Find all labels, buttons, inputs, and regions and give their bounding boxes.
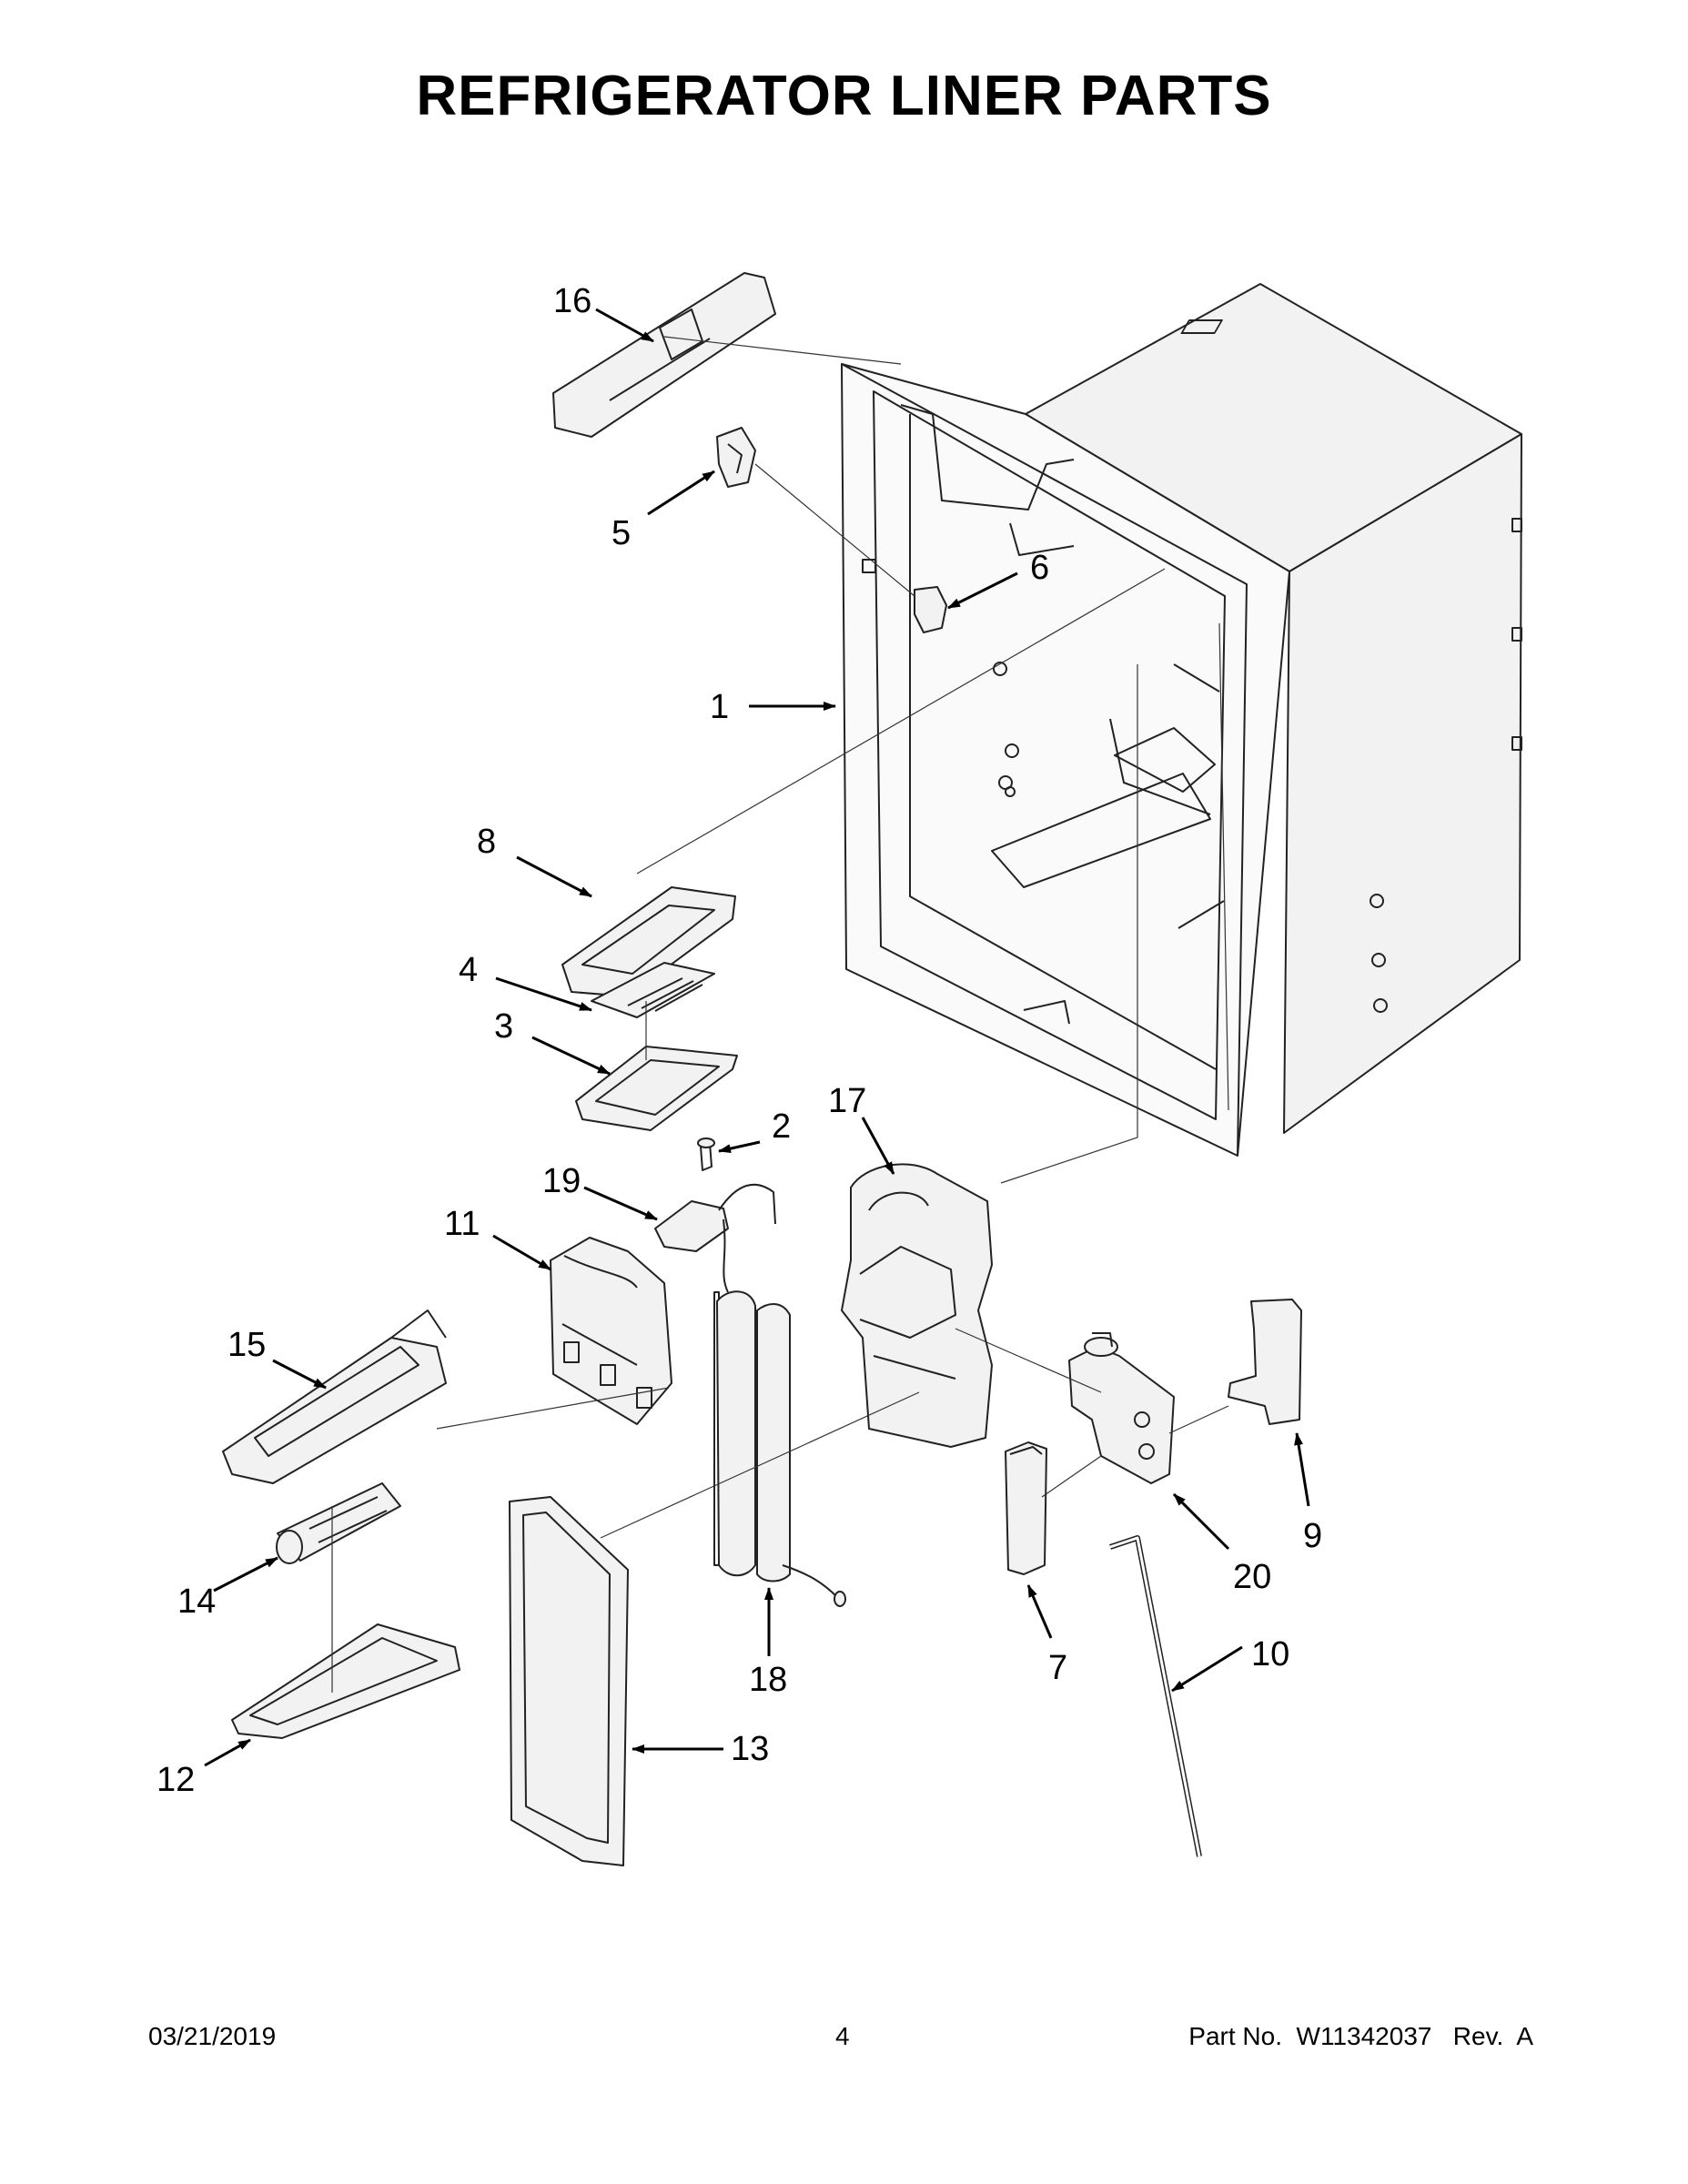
part-2-screw bbox=[697, 1138, 715, 1171]
callout-4: 4 bbox=[459, 951, 478, 989]
part-11-chute bbox=[550, 1237, 672, 1425]
arrow-9 bbox=[1294, 1432, 1310, 1507]
arrow-20 bbox=[1172, 1492, 1230, 1551]
part-8-housing bbox=[561, 886, 736, 997]
part-7-bracket bbox=[1005, 1441, 1047, 1575]
callout-10: 10 bbox=[1251, 1635, 1289, 1673]
part-17-bracket bbox=[841, 1163, 993, 1448]
callout-3: 3 bbox=[494, 1007, 513, 1046]
leader-lines bbox=[331, 336, 1229, 1693]
arrow-15 bbox=[272, 1359, 327, 1390]
arrow-8 bbox=[516, 855, 592, 898]
callout-18: 18 bbox=[749, 1661, 787, 1699]
arrow-16 bbox=[595, 308, 654, 343]
callout-15: 15 bbox=[227, 1326, 266, 1364]
footer-date: 03/21/2019 bbox=[148, 2022, 277, 2050]
arrow-3 bbox=[531, 1036, 611, 1076]
callout-5: 5 bbox=[612, 514, 631, 552]
part-10-tube bbox=[1109, 1535, 1202, 1857]
footer-page-number: 4 bbox=[835, 2022, 850, 2050]
arrow-17 bbox=[861, 1117, 895, 1175]
arrow-2 bbox=[718, 1140, 761, 1154]
callout-13: 13 bbox=[731, 1730, 769, 1768]
arrow-19 bbox=[583, 1186, 658, 1221]
part-1-liner bbox=[841, 283, 1522, 1157]
callout-arrows bbox=[204, 308, 1310, 1767]
arrow-14 bbox=[213, 1556, 278, 1592]
callout-16: 16 bbox=[553, 282, 591, 320]
part-5-knob bbox=[716, 427, 756, 488]
part-13-panel bbox=[509, 1496, 629, 1866]
page-title: REFRIGERATOR LINER PARTS bbox=[416, 65, 1272, 127]
callout-20: 20 bbox=[1233, 1558, 1271, 1596]
arrow-12 bbox=[204, 1738, 251, 1767]
part-12-drip-tray bbox=[231, 1623, 460, 1739]
part-20-water-valve bbox=[1068, 1332, 1175, 1484]
part-4-filter-pad bbox=[591, 962, 715, 1018]
part-6-clip bbox=[914, 586, 947, 633]
callout-12: 12 bbox=[157, 1761, 195, 1799]
part-19-sensor bbox=[654, 1183, 776, 1293]
callout-6: 6 bbox=[1030, 549, 1049, 587]
callout-labels: 16 5 6 1 8 4 3 2 19 17 11 15 9 20 14 18 … bbox=[157, 282, 1322, 1799]
callout-19: 19 bbox=[542, 1162, 581, 1200]
part-15-tray bbox=[222, 1309, 447, 1484]
arrow-10 bbox=[1171, 1645, 1243, 1693]
part-18-heater bbox=[713, 1290, 846, 1607]
callout-2: 2 bbox=[772, 1107, 791, 1146]
arrow-5 bbox=[647, 470, 715, 516]
callout-14: 14 bbox=[177, 1582, 216, 1621]
callout-7: 7 bbox=[1048, 1649, 1067, 1687]
callout-17: 17 bbox=[828, 1082, 866, 1120]
callout-9: 9 bbox=[1303, 1517, 1322, 1555]
callout-11: 11 bbox=[444, 1205, 480, 1243]
part-9-cover bbox=[1228, 1299, 1302, 1425]
arrow-6 bbox=[947, 571, 1018, 610]
part-14-filter bbox=[276, 1482, 401, 1564]
arrow-11 bbox=[492, 1234, 551, 1271]
part-3-frame bbox=[575, 1046, 738, 1131]
arrow-4 bbox=[495, 976, 592, 1012]
footer-part-number: Part No. W11342037 Rev. A bbox=[1188, 2022, 1533, 2050]
callout-8: 8 bbox=[477, 823, 496, 861]
callout-1: 1 bbox=[710, 688, 729, 726]
arrow-7 bbox=[1026, 1584, 1053, 1639]
